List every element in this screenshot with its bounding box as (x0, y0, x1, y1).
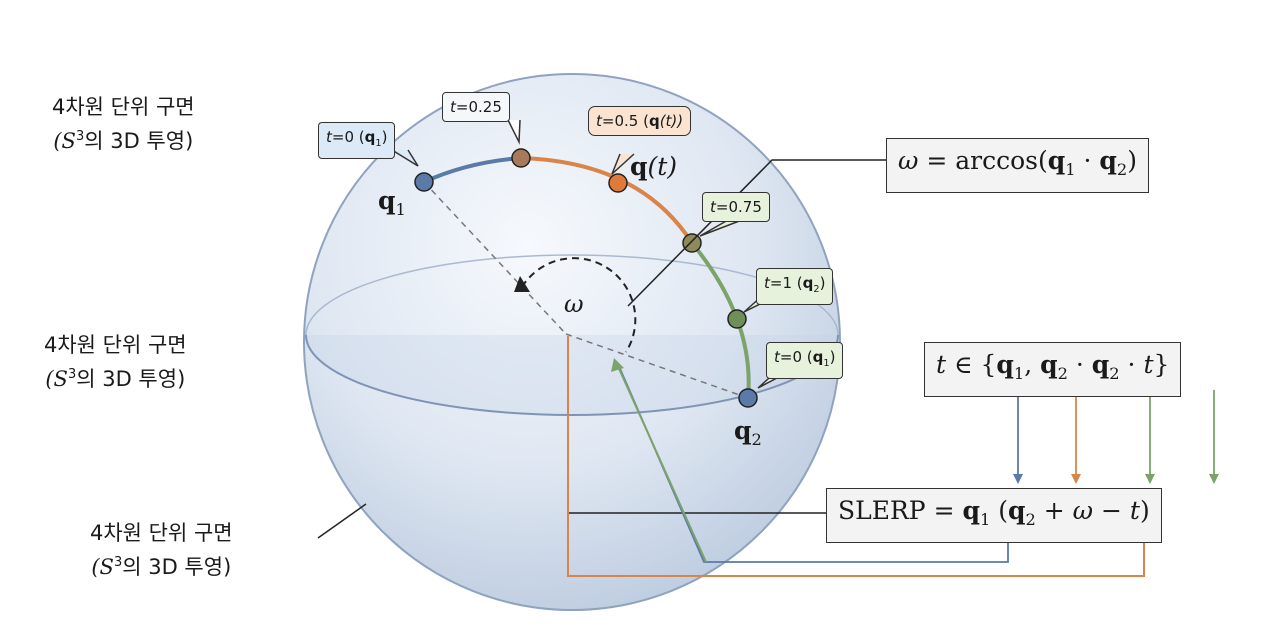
green-arrowhead (611, 358, 624, 372)
point-t1 (727, 309, 747, 329)
omega-angle-label: ω (564, 290, 584, 318)
arrowhead-blue (1013, 474, 1023, 484)
point-t075 (682, 233, 702, 253)
t-set-formula-box: t ∈ {q1, q2 · q2 · t} (924, 342, 1182, 397)
point-q2 (738, 388, 758, 408)
sphere-label-line1: 4차원 단위 구면 (90, 521, 233, 545)
callout-pointer (611, 153, 635, 175)
slerp-green-connector (615, 361, 707, 563)
label-leader-line (317, 503, 367, 539)
sphere-label-line2: (S3의 3D 투영) (53, 129, 194, 153)
omega-arrowhead (514, 276, 530, 292)
sphere-label-bottom: 4차원 단위 구면 (S3의 3D 투영) (90, 518, 233, 582)
sphere-label-top: 4차원 단위 구면 (S3의 3D 투영) (52, 92, 195, 156)
arrowhead-green-2 (1209, 474, 1219, 484)
omega-angle-arc (521, 257, 637, 353)
point-qt (608, 173, 628, 193)
sphere-label-middle: 4차원 단위 구면 (S3의 3D 투영) (44, 330, 187, 394)
label-qt: q(t) (630, 152, 678, 181)
callout-t025: t=0.25 (442, 92, 510, 122)
point-t025 (511, 148, 531, 168)
omega-leader-line (627, 159, 886, 307)
arc-blue-segment (423, 156, 522, 184)
sphere-label-line2: (S3의 3D 투영) (91, 555, 232, 579)
radius-q1 (423, 181, 567, 335)
label-q2: q2 (734, 416, 762, 449)
sphere-label-line1: 4차원 단위 구면 (44, 333, 187, 357)
slerp-formula-box: SLERP = q1 (q2 + ω − t) (826, 488, 1162, 543)
arrowhead-green-1 (1145, 474, 1155, 484)
label-q1: q1 (378, 186, 406, 219)
callout-t1-q2: t=1 (q2) (756, 268, 834, 305)
callout-pointer (391, 149, 419, 167)
callout-pointer (507, 119, 521, 145)
point-q1 (414, 172, 434, 192)
callout-t075: t=0.75 (702, 192, 770, 222)
callout-t0-q1: t=0 (q1) (318, 122, 396, 159)
sphere-label-line1: 4차원 단위 구면 (52, 95, 195, 119)
sphere-label-line2: (S3의 3D 투영) (45, 367, 186, 391)
callout-t05: t=0.5 (q(t)) (588, 106, 692, 136)
omega-formula-box: ω = arccos(q1 · q2) (886, 138, 1149, 193)
callout-t0-q1-b: t=0 (q1) (766, 342, 844, 379)
callout-pointer (699, 219, 743, 237)
arrowhead-orange (1071, 474, 1081, 484)
slerp-orange-connector (567, 336, 1145, 577)
